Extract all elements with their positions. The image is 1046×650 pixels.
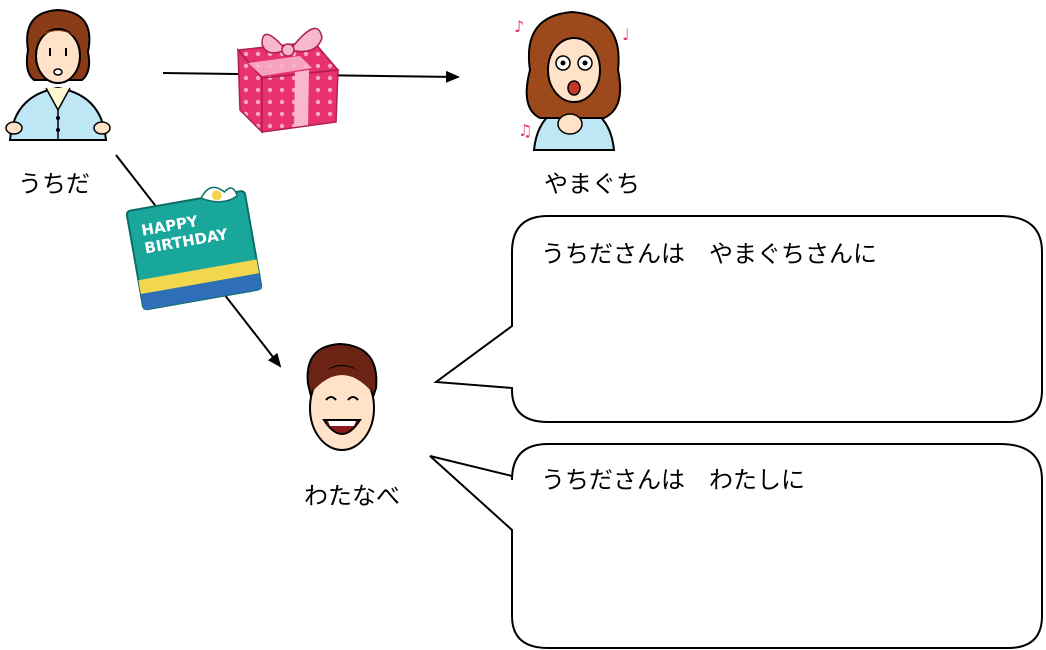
speech-bubble-top-text: うちださんは やまぐちさんに xyxy=(541,240,877,268)
label-yamaguchi: やまぐち xyxy=(544,170,640,198)
person-uchida-icon xyxy=(5,8,111,141)
svg-text:♪: ♪ xyxy=(514,17,524,36)
speech-bubble-bottom-text: うちださんは わたしに xyxy=(541,466,805,494)
person-yamaguchi-icon: ♪ ♩ ♫ xyxy=(514,10,630,151)
birthday-gift-icon xyxy=(125,186,263,311)
speech-bubble-top xyxy=(433,215,1043,423)
gift-box-icon xyxy=(236,27,340,134)
label-uchida: うちだ xyxy=(18,170,90,198)
svg-text:♩: ♩ xyxy=(622,25,630,44)
speech-bubble-bottom xyxy=(429,443,1043,649)
label-watanabe: わたなべ xyxy=(304,482,400,510)
person-watanabe-icon xyxy=(306,342,378,451)
svg-text:♫: ♫ xyxy=(518,121,532,140)
